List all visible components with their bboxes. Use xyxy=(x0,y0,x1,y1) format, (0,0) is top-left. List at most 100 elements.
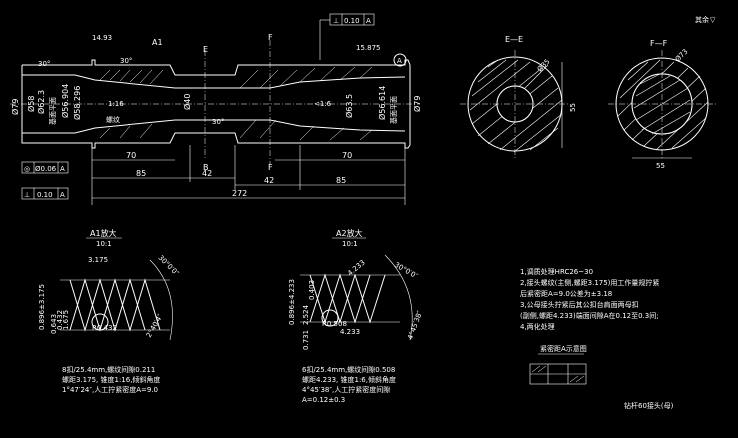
dim-top-right: 15.875 xyxy=(356,44,381,52)
svg-text:3.175: 3.175 xyxy=(88,256,108,264)
section-b-label: B xyxy=(203,163,209,172)
svg-text:0.643: 0.643 xyxy=(50,314,58,334)
section-ff: F—F Ø73 55 xyxy=(608,39,716,170)
note-line-1: 1,调质处理HRC26~30 xyxy=(520,267,593,276)
section-e-top: E xyxy=(203,45,208,54)
dia-inner4: Ø58.296 xyxy=(72,86,82,120)
a1-note-2: 螺距3.175, 锥度1:16,倾斜角度 xyxy=(62,375,160,384)
svg-text:42: 42 xyxy=(264,176,274,185)
svg-text:2°40′4″: 2°40′4″ xyxy=(145,313,165,339)
a1-title: A1放大 xyxy=(90,228,117,238)
note-line-3: 后紧密距A=9.0公差为±3.18 xyxy=(520,289,612,298)
seal-diagram: 紧密距A示意图 xyxy=(529,344,587,385)
svg-text:70: 70 xyxy=(342,151,352,160)
dia-inner5: Ø40 xyxy=(182,94,192,110)
svg-text:R0.508: R0.508 xyxy=(322,320,347,328)
a1-scale: 10:1 xyxy=(96,240,112,248)
a2-note-4: A=0.12±0.3 xyxy=(302,396,345,404)
bore-left xyxy=(22,74,406,89)
tolerance-frame-left: ◎ Ø0.06 A xyxy=(21,161,69,174)
svg-text:85: 85 xyxy=(336,176,346,185)
a2-scale: 10:1 xyxy=(342,240,358,248)
tolerance-frame-left2: ⊥ 0.10 A xyxy=(21,187,69,200)
shaft-outline-top xyxy=(21,59,411,149)
section-ff-label: F—F xyxy=(650,39,668,48)
svg-text:0.10: 0.10 xyxy=(37,191,53,199)
ff-width: 55 xyxy=(656,162,665,170)
ratio-right: <1:6 xyxy=(314,100,332,108)
dia-inner3: Ø56.904 xyxy=(60,84,70,118)
note-line-2: 2,接头螺纹(主侧,螺距3.175)用工作量规拧紧 xyxy=(520,278,659,287)
svg-text:Ø0.06: Ø0.06 xyxy=(35,165,57,173)
svg-text:⊥: ⊥ xyxy=(333,17,339,25)
svg-text:A: A xyxy=(60,165,65,173)
svg-text:4°45′38″: 4°45′38″ xyxy=(406,309,424,340)
a2-note-1: 6扣/25.4mm,螺纹间隙0.508 xyxy=(302,365,395,374)
section-ee: E—E Ø35 55 xyxy=(460,35,577,160)
hatch-main xyxy=(99,66,373,141)
svg-text:2.524: 2.524 xyxy=(302,304,310,325)
ref-label-left: 基面平面 xyxy=(48,97,57,125)
svg-text:85: 85 xyxy=(136,169,146,178)
section-ee-label: E—E xyxy=(505,35,523,44)
svg-text:0.403: 0.403 xyxy=(308,280,316,300)
technical-notes: 1,调质处理HRC26~30 2,接头螺纹(主侧,螺距3.175)用工作量规拧紧… xyxy=(520,267,659,331)
detail-a2: A2放大 10:1 4.233 0.896±4.233 2.524 0.403 … xyxy=(288,228,424,404)
tolerance-frame-top: ⊥ 0.10 A xyxy=(329,13,375,26)
svg-text:30°0′0″: 30°0′0″ xyxy=(157,254,181,278)
svg-text:0.432: 0.432 xyxy=(56,310,64,330)
dia-inner7: Ø63.5 xyxy=(344,94,354,118)
angle-right: 30° xyxy=(212,118,224,126)
svg-text:A: A xyxy=(366,17,371,25)
angle-top: 30° xyxy=(120,57,132,65)
seal-label: 紧密距A示意图 xyxy=(540,344,587,353)
view-a1-label: A1 xyxy=(152,38,163,47)
a2-note-3: 4°45′38″,人工拧紧密度间隙 xyxy=(302,385,390,394)
svg-text:0.731: 0.731 xyxy=(302,330,310,350)
detail-a1: A1放大 10:1 3.175 1.675 0.432 0.896±3.175 … xyxy=(38,228,181,394)
svg-text:272: 272 xyxy=(232,189,247,198)
svg-text:0.896±3.175: 0.896±3.175 xyxy=(38,284,46,330)
svg-text:4.233: 4.233 xyxy=(340,328,360,336)
svg-text:1.675: 1.675 xyxy=(62,310,70,330)
a1-note-1: 8扣/25.4mm,螺纹间隙0.211 xyxy=(62,365,155,374)
svg-text:42: 42 xyxy=(202,169,212,178)
a2-note-2: 螺距4.233, 锥度1:6,倾斜角度 xyxy=(302,375,396,384)
roughness-icon: ▽ xyxy=(710,16,716,24)
svg-text:70: 70 xyxy=(126,151,136,160)
svg-text:4.233: 4.233 xyxy=(346,259,366,278)
bottom-dimensions: 70 85 42 272 70 42 85 xyxy=(91,145,406,205)
section-f-top: F xyxy=(268,33,273,42)
main-view: E B F F A1 A ⊥ 0.10 A ◎ Ø0.06 A xyxy=(10,13,422,205)
svg-text:30°0′0″: 30°0′0″ xyxy=(393,261,419,281)
section-f-bottom: F xyxy=(268,163,273,172)
view-a-circle xyxy=(393,53,407,67)
svg-text:⊥: ⊥ xyxy=(24,191,30,199)
ref-label-right: 基面平面 xyxy=(389,96,398,124)
dia-left: Ø79 xyxy=(10,99,20,115)
svg-text:0.896±4.233: 0.896±4.233 xyxy=(288,279,296,325)
ee-dia: Ø35 xyxy=(536,58,552,74)
part-name: 钻杆60接头(母) xyxy=(624,401,674,410)
thread-label: 螺纹 xyxy=(106,115,120,124)
dim-top-left: 14.93 xyxy=(92,34,112,42)
note-line-6: 4,两化处理 xyxy=(520,322,555,331)
note-line-4: 3,公母接头拧紧后其公扣台肩面两母扣 xyxy=(520,300,639,309)
ff-dia: Ø73 xyxy=(674,48,690,64)
svg-text:◎: ◎ xyxy=(24,165,30,173)
a1-note-3: 1°47′24″,人工拧紧密度A=9.0 xyxy=(62,385,158,394)
dia-inner6: Ø56.614 xyxy=(377,86,387,120)
corner-note: 其余 xyxy=(695,15,709,24)
a2-title: A2放大 xyxy=(336,228,363,238)
note-line-5: (副侧,螺距4.233)端面间隙A在0.12至0.3间; xyxy=(520,311,659,320)
view-a-circle-label: A xyxy=(397,57,402,65)
ee-width: 55 xyxy=(569,103,577,112)
ratio-left: 1:16 xyxy=(108,100,124,108)
dia-inner1: Ø58 xyxy=(26,96,36,112)
svg-text:0.10: 0.10 xyxy=(344,17,360,25)
angle-left: 30° xyxy=(38,60,50,68)
dia-right: Ø79 xyxy=(412,96,422,112)
svg-text:A: A xyxy=(60,191,65,199)
